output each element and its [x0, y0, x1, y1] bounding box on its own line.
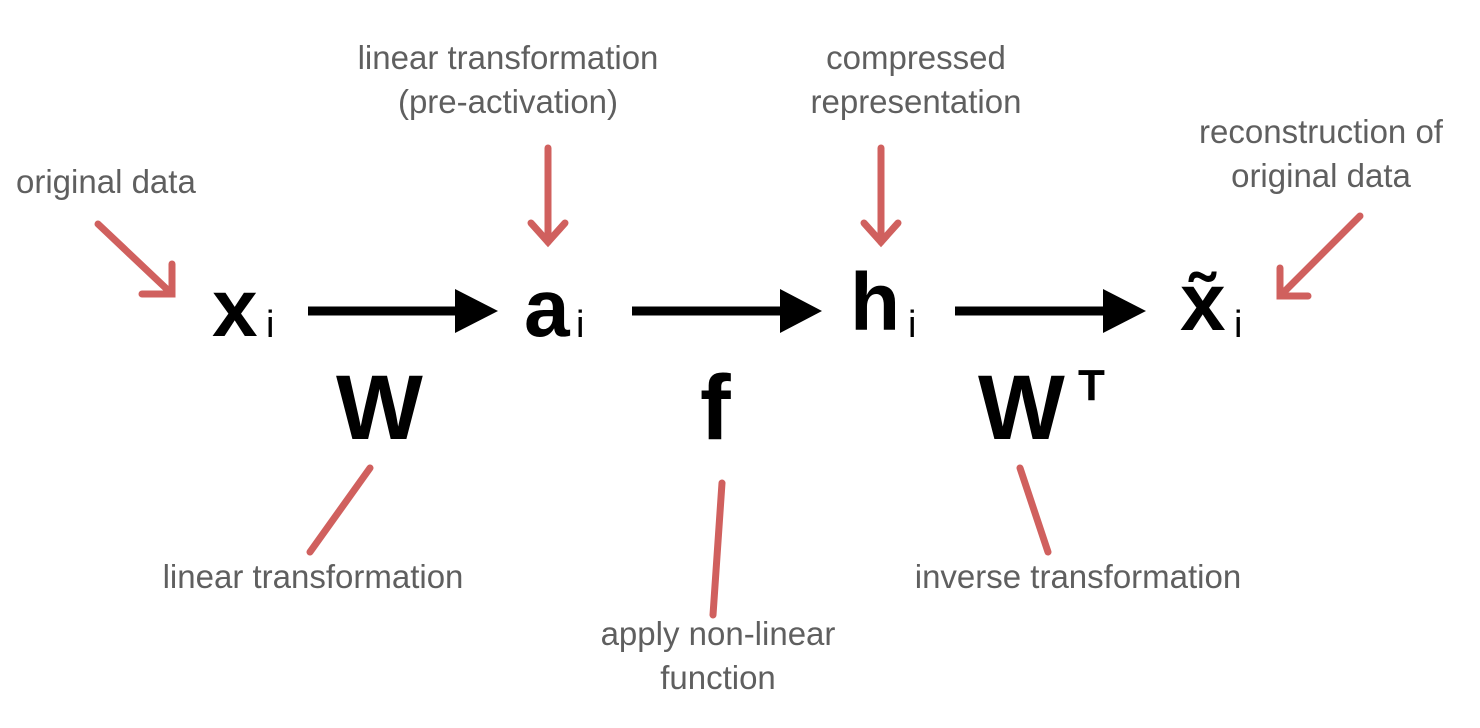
annotation-original-data: original data [16, 160, 196, 204]
operator-f-symbol: f [700, 357, 731, 459]
annotation-nonlinear: apply non-linear function [580, 612, 856, 700]
annotation-pre-activation-line-2: (pre-activation) [397, 83, 619, 120]
node-x: x i [212, 268, 274, 350]
node-h-subscript: i [908, 304, 917, 346]
node-x-reconstructed: x̃ i [1180, 262, 1242, 345]
annotation-inverse: inverse transformation [890, 555, 1266, 599]
node-h: h i [850, 262, 916, 345]
node-x-symbol: x [212, 263, 258, 354]
pointer-pre-activation [527, 144, 569, 248]
annotation-original-data-line-1: original data [16, 163, 196, 200]
annotation-reconstruction-line-2: original data [1231, 157, 1411, 194]
node-x-subscript: i [266, 304, 275, 346]
node-a-subscript: i [576, 304, 585, 346]
operator-w-transpose: W T [978, 362, 1105, 454]
operator-w-transpose-symbol: W [978, 357, 1065, 459]
flow-arrow-h-to-xhat [955, 289, 1146, 333]
pointer-reconstruction [1276, 212, 1364, 300]
annotation-linear-transformation-line-1: linear transformation [162, 558, 464, 595]
operator-w: W [336, 362, 423, 454]
node-x-reconstructed-symbol: x̃ [1180, 257, 1226, 348]
annotation-reconstruction-line-1: reconstruction of [1199, 113, 1443, 150]
annotation-pre-activation-line-1: linear transformation [357, 39, 659, 76]
pointer-original-data [94, 220, 176, 298]
pointer-compressed [860, 144, 902, 248]
annotation-reconstruction: reconstruction of original data [1176, 110, 1466, 198]
annotation-nonlinear-line-2: function [660, 659, 776, 696]
operator-w-symbol: W [336, 357, 423, 459]
flow-arrow-a-to-h [632, 289, 822, 333]
annotation-nonlinear-line-1: apply non-linear [600, 615, 836, 652]
annotation-compressed: compressed representation [786, 36, 1046, 124]
flow-arrow-x-to-a [308, 289, 498, 333]
node-a-symbol: a [524, 263, 570, 354]
node-h-symbol: h [850, 257, 901, 348]
pointer-nonlinear [709, 479, 726, 619]
annotation-inverse-line-1: inverse transformation [914, 558, 1242, 595]
operator-f: f [700, 362, 731, 454]
operator-w-transpose-superscript: T [1078, 361, 1105, 410]
node-a: a i [524, 268, 584, 350]
node-x-reconstructed-subscript: i [1234, 304, 1243, 346]
annotation-compressed-line-2: representation [810, 83, 1022, 120]
annotation-linear-transformation: linear transformation [140, 555, 486, 599]
annotation-pre-activation: linear transformation (pre-activation) [336, 36, 680, 124]
pointer-linear-transformation [306, 464, 374, 556]
annotation-compressed-line-1: compressed [826, 39, 1006, 76]
pointer-inverse [1016, 464, 1052, 556]
